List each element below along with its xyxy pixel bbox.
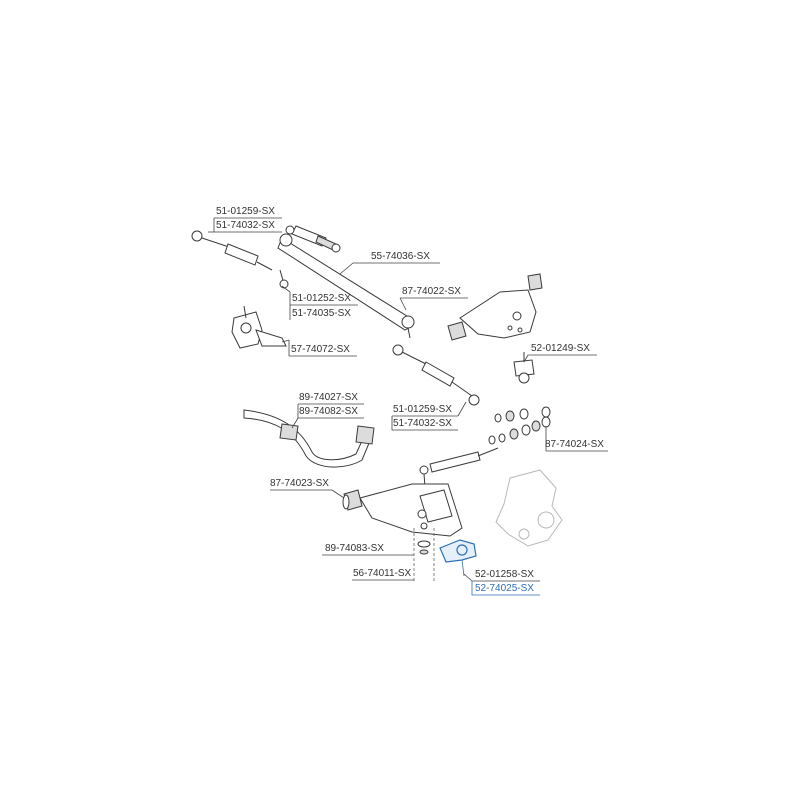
callout-label: 52-01258-SX [475,569,534,580]
center-link [277,233,415,339]
callout-label: 87-74022-SX [402,286,461,297]
callout-labels: 51-01259-SX 51-74032-SX 55-74036-SX 87-7… [216,206,604,594]
callout-label: 51-74032-SX [393,418,452,429]
callout-label: 57-74072-SX [291,344,350,355]
steering-knuckle [495,469,563,547]
lower-control-arm [359,483,463,537]
tie-rod-stud [279,269,289,289]
stabilizer-bar [243,409,375,468]
callout-label-highlighted: 52-74025-SX [475,583,534,594]
upper-control-arm [447,273,543,341]
callout-label: 51-01259-SX [393,404,452,415]
upper-ball-joint [513,352,535,384]
callout-label: 51-01259-SX [216,206,275,217]
lower-ball-joint [439,539,477,577]
callout-label: 51-74032-SX [216,220,275,231]
strut-rod [429,447,499,473]
callout-label: 89-74027-SX [299,392,358,403]
callout-label: 89-74083-SX [325,543,384,554]
steering-damper [285,225,341,253]
lower-arm-bushing [342,489,363,511]
leader-lines [208,217,608,596]
tie-rod-end-upper [191,230,273,271]
callout-label: 55-74036-SX [371,251,430,262]
callout-label: 87-74024-SX [545,439,604,450]
callout-label: 52-01249-SX [531,343,590,354]
callout-label: 87-74023-SX [270,478,329,489]
callout-label: 56-74011-SX [353,568,412,579]
idler-arm [231,305,287,349]
callout-label: 89-74082-SX [299,406,358,417]
callout-label: 51-74035-SX [292,308,351,319]
callout-label: 51-01252-SX [292,293,351,304]
lower-washers [413,528,435,582]
bushing-washer-stack [488,406,551,445]
tie-rod-end-lower [392,344,480,406]
